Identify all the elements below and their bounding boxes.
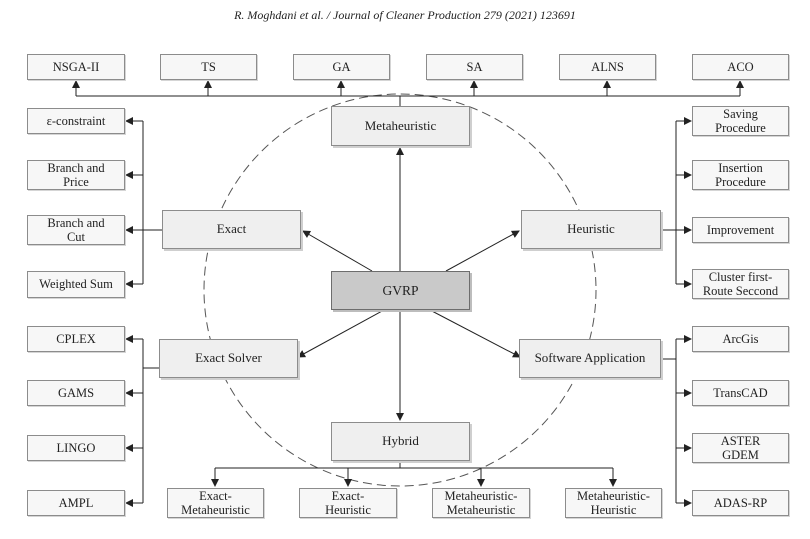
method-box-insertion-procedure: Insertion Procedure	[692, 160, 789, 190]
software-box-adas-rp: ADAS-RP	[692, 490, 789, 516]
metaheuristic-box: Metaheuristic	[331, 106, 470, 146]
hybrid-box-metaheuristic-heuristic: Metaheuristic- Heuristic	[565, 488, 662, 518]
hybrid-box: Hybrid	[331, 422, 470, 461]
solver-box-gams: GAMS	[27, 380, 125, 406]
software-box-aster-gdem: ASTER GDEM	[692, 433, 789, 463]
method-box-ts: TS	[160, 54, 257, 80]
hybrid-box-exact-heuristic: Exact- Heuristic	[299, 488, 397, 518]
heuristic-box: Heuristic	[521, 210, 661, 249]
method-box-aco: ACO	[692, 54, 789, 80]
exact-box: Exact	[162, 210, 301, 249]
method-box-branch-and-price: Branch and Price	[27, 160, 125, 190]
method-box-epsilon-constraint: ε-constraint	[27, 108, 125, 134]
software-box-arcgis: ArcGis	[692, 326, 789, 352]
exact-solver-box: Exact Solver	[159, 339, 298, 378]
software-application-box: Software Application	[519, 339, 661, 378]
hybrid-box-exact-metaheuristic: Exact- Metaheuristic	[167, 488, 264, 518]
method-box-ga: GA	[293, 54, 390, 80]
journal-header: R. Moghdani et al. / Journal of Cleaner …	[234, 8, 576, 22]
solver-box-lingo: LINGO	[27, 435, 125, 461]
method-box-branch-and-cut: Branch and Cut	[27, 215, 125, 245]
method-box-weighted-sum: Weighted Sum	[27, 271, 125, 298]
method-box-nsga-ii: NSGA-II	[27, 54, 125, 80]
hybrid-box-metaheuristic-metaheuristic: Metaheuristic- Metaheuristic	[432, 488, 530, 518]
gvrp-box: GVRP	[331, 271, 470, 310]
solver-box-cplex: CPLEX	[27, 326, 125, 352]
method-box-improvement: Improvement	[692, 217, 789, 243]
method-box-cluster-first-route-second: Cluster first- Route Seccond	[692, 269, 789, 299]
software-box-transcad: TransCAD	[692, 380, 789, 406]
method-box-sa: SA	[426, 54, 523, 80]
solver-box-ampl: AMPL	[27, 490, 125, 516]
method-box-alns: ALNS	[559, 54, 656, 80]
method-box-saving-procedure: Saving Procedure	[692, 106, 789, 136]
dashed-boundary-circle	[203, 93, 597, 487]
